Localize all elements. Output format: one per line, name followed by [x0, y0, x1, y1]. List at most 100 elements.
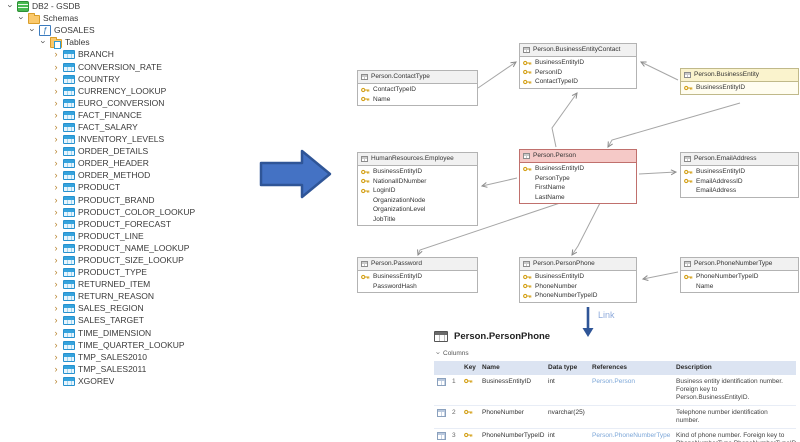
expand-chevron-icon[interactable]: [52, 111, 60, 119]
column-row[interactable]: 1 BusinessEntityID int Person.Person Bus…: [434, 375, 796, 406]
key-icon: [361, 87, 370, 93]
tree-item[interactable]: PRODUCT_SIZE_LOOKUP: [0, 254, 250, 266]
expand-chevron-icon[interactable]: [6, 2, 14, 10]
expand-chevron-icon[interactable]: [52, 377, 60, 385]
expand-chevron-icon[interactable]: [52, 171, 60, 179]
tree-item[interactable]: PRODUCT: [0, 181, 250, 193]
column-row[interactable]: 3 PhoneNumberTypeID int Person.PhoneNumb…: [434, 429, 796, 442]
tree-item-label: BRANCH: [78, 49, 114, 60]
expand-chevron-icon[interactable]: [52, 280, 60, 288]
entity-person-emailaddress[interactable]: Person.EmailAddress BusinessEntityID Ema…: [680, 152, 799, 198]
entity-person-password[interactable]: Person.Password BusinessEntityID Passwor…: [357, 257, 478, 293]
entity-header: Person.Password: [358, 258, 477, 271]
tree-item[interactable]: PRODUCT_BRAND: [0, 194, 250, 206]
expand-chevron-icon[interactable]: [52, 87, 60, 95]
entity-person-phonenumbertype[interactable]: Person.PhoneNumberType PhoneNumberTypeID…: [680, 257, 799, 293]
expand-chevron-icon[interactable]: [52, 365, 60, 373]
tree-item[interactable]: INVENTORY_LEVELS: [0, 133, 250, 145]
tree-item[interactable]: EURO_CONVERSION: [0, 97, 250, 109]
tree-item[interactable]: PRODUCT_COLOR_LOOKUP: [0, 206, 250, 218]
tree-item[interactable]: SALES_REGION: [0, 302, 250, 314]
entity-person-businessentitycontact[interactable]: Person.BusinessEntityContact BusinessEnt…: [519, 43, 637, 89]
entity-field: BusinessEntityID: [681, 167, 798, 177]
entity-field: PhoneNumber: [520, 282, 636, 292]
tree-node-icon: [63, 62, 75, 72]
tree-item[interactable]: GOSALES: [0, 24, 250, 36]
entity-title: HumanResources.Employee: [371, 155, 454, 162]
expand-chevron-icon[interactable]: [52, 292, 60, 300]
entity-title: Person.Password: [371, 260, 422, 267]
tree-item[interactable]: SALES_TARGET: [0, 314, 250, 326]
expand-chevron-icon[interactable]: [52, 341, 60, 349]
entity-person-personphone[interactable]: Person.PersonPhone BusinessEntityID Phon…: [519, 257, 637, 303]
collapse-chevron-icon[interactable]: [434, 349, 440, 357]
tree-item[interactable]: PRODUCT_NAME_LOOKUP: [0, 242, 250, 254]
tree-item[interactable]: PRODUCT_FORECAST: [0, 218, 250, 230]
tree-item[interactable]: TIME_DIMENSION: [0, 327, 250, 339]
expand-chevron-icon[interactable]: [52, 244, 60, 252]
expand-chevron-icon[interactable]: [52, 268, 60, 276]
expand-chevron-icon[interactable]: [52, 50, 60, 58]
tree-item[interactable]: XGOREV: [0, 375, 250, 387]
columns-section-header[interactable]: Columns: [434, 349, 796, 357]
tree-item[interactable]: BRANCH: [0, 48, 250, 60]
expand-chevron-icon[interactable]: [52, 329, 60, 337]
tree-item[interactable]: PRODUCT_TYPE: [0, 266, 250, 278]
column-reference-link[interactable]: Person.PhoneNumberType: [592, 432, 671, 439]
column-row[interactable]: 2 PhoneNumber nvarchar(25) Telephone num…: [434, 406, 796, 429]
tree-item[interactable]: PRODUCT_LINE: [0, 230, 250, 242]
tree-node-icon: [63, 183, 75, 193]
tree-item[interactable]: ORDER_HEADER: [0, 157, 250, 169]
key-icon: [684, 274, 693, 280]
tree-item[interactable]: TMP_SALES2010: [0, 351, 250, 363]
expand-chevron-icon[interactable]: [52, 232, 60, 240]
expand-chevron-icon[interactable]: [52, 353, 60, 361]
expand-chevron-icon[interactable]: [52, 135, 60, 143]
tree-item[interactable]: Schemas: [0, 12, 250, 24]
expand-chevron-icon[interactable]: [52, 75, 60, 83]
tree-item[interactable]: COUNTRY: [0, 73, 250, 85]
tree-item[interactable]: FACT_FINANCE: [0, 109, 250, 121]
entity-humanresources-employee[interactable]: HumanResources.Employee BusinessEntityID…: [357, 152, 478, 226]
entity-header: HumanResources.Employee: [358, 153, 477, 166]
column-reference-link[interactable]: Person.Person: [592, 378, 635, 385]
tree-item[interactable]: DB2 - GSDB: [0, 0, 250, 12]
expand-chevron-icon[interactable]: [52, 147, 60, 155]
entity-header: Person.Person: [520, 150, 636, 163]
tree-item[interactable]: CURRENCY_LOOKUP: [0, 85, 250, 97]
tree-node-icon: [63, 147, 75, 157]
expand-chevron-icon[interactable]: [52, 63, 60, 71]
expand-chevron-icon[interactable]: [52, 208, 60, 216]
expand-chevron-icon[interactable]: [17, 14, 25, 22]
tree-node-icon: [63, 304, 75, 314]
tree-item[interactable]: CONVERSION_RATE: [0, 60, 250, 72]
tree-item[interactable]: RETURN_REASON: [0, 290, 250, 302]
tree-item[interactable]: TMP_SALES2011: [0, 363, 250, 375]
expand-chevron-icon[interactable]: [52, 304, 60, 312]
expand-chevron-icon[interactable]: [52, 183, 60, 191]
tree-item[interactable]: FACT_SALARY: [0, 121, 250, 133]
expand-chevron-icon[interactable]: [52, 196, 60, 204]
field-name: OrganizationNode: [373, 196, 426, 204]
expand-chevron-icon[interactable]: [52, 123, 60, 131]
entity-person-businessentity[interactable]: Person.BusinessEntity BusinessEntityID: [680, 68, 799, 95]
tree-item[interactable]: RETURNED_ITEM: [0, 278, 250, 290]
column-description: Telephone number identification number.: [676, 409, 768, 424]
expand-chevron-icon[interactable]: [39, 38, 47, 46]
expand-chevron-icon[interactable]: [52, 316, 60, 324]
expand-chevron-icon[interactable]: [52, 159, 60, 167]
tree-item[interactable]: TIME_QUARTER_LOOKUP: [0, 339, 250, 351]
entity-person-person[interactable]: Person.Person BusinessEntityID PersonTyp…: [519, 149, 637, 204]
entity-header: Person.PhoneNumberType: [681, 258, 798, 271]
expand-chevron-icon[interactable]: [28, 26, 36, 34]
expand-chevron-icon[interactable]: [52, 220, 60, 228]
tree-item[interactable]: ORDER_METHOD: [0, 169, 250, 181]
expand-chevron-icon[interactable]: [52, 256, 60, 264]
entity-header: Person.BusinessEntity: [681, 69, 798, 82]
tree-item[interactable]: ORDER_DETAILS: [0, 145, 250, 157]
tree-node-icon: [63, 207, 75, 217]
entity-field: Name: [358, 95, 477, 105]
entity-person-contacttype[interactable]: Person.ContactType ContactTypeID Name: [357, 70, 478, 106]
expand-chevron-icon[interactable]: [52, 99, 60, 107]
tree-item[interactable]: Tables: [0, 36, 250, 49]
